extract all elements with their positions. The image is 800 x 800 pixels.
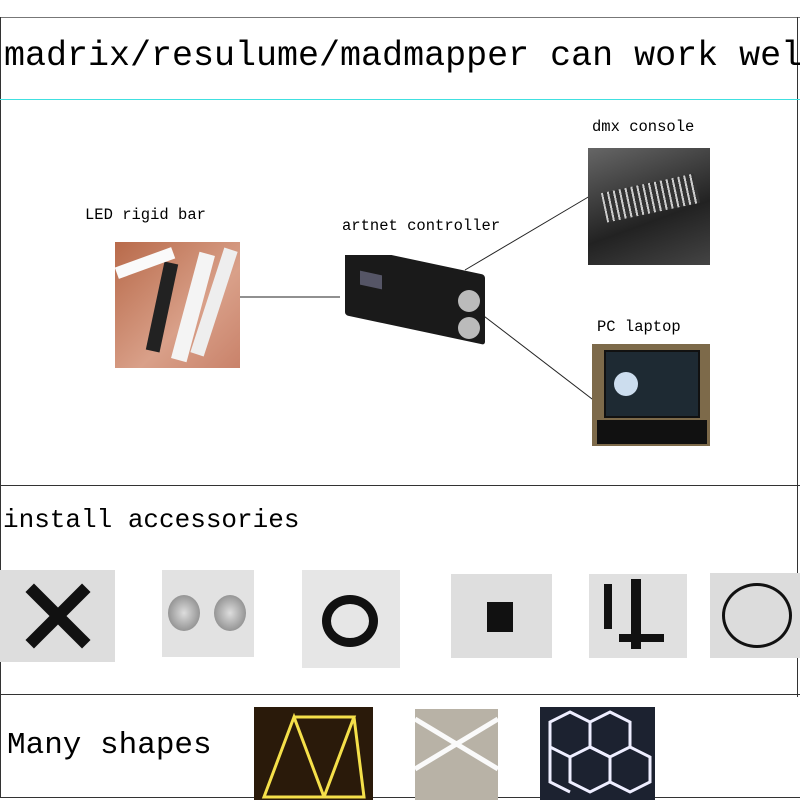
shapes-title: Many shapes <box>7 728 212 763</box>
page-title: madrix/resulume/madmapper can work well <box>4 36 800 76</box>
clamp-ring <box>322 595 378 647</box>
controller-label: artnet controller <box>342 217 501 235</box>
dmx-console-photo <box>588 148 710 265</box>
artnet-controller-photo <box>340 255 490 350</box>
line-controller-to-laptop <box>475 309 597 403</box>
section-divider-1 <box>0 485 800 486</box>
ball-connector <box>168 595 200 631</box>
left-border <box>0 17 1 797</box>
dmx-console-label: dmx console <box>592 118 695 136</box>
accessory-cross-bracket <box>0 570 115 662</box>
led-bar-label: LED rigid bar <box>85 206 206 224</box>
end-bracket-body <box>487 602 513 632</box>
accessory-clamp <box>302 570 400 668</box>
bottom-border <box>0 797 800 798</box>
accessory-end-bracket <box>451 574 552 658</box>
shape-hexagons-photo <box>540 707 655 800</box>
hexagons-graphic <box>548 710 652 794</box>
console-faders <box>600 173 701 223</box>
accessory-ball-connectors <box>162 570 254 657</box>
pc-laptop-photo <box>592 344 710 446</box>
right-border <box>797 17 798 697</box>
xlr-port-icon <box>458 290 480 312</box>
accessory-stand-bracket <box>589 574 687 658</box>
ball-connector <box>214 595 246 631</box>
accessory-cable <box>710 573 800 658</box>
section-divider-2 <box>0 694 800 695</box>
stand-part <box>604 584 612 629</box>
stand-part <box>631 579 641 649</box>
cable-coil <box>722 583 792 648</box>
pc-laptop-label: PC laptop <box>597 318 681 336</box>
accessories-title: install accessories <box>3 505 300 535</box>
cross-graphic <box>415 716 498 772</box>
stand-part <box>619 634 664 642</box>
top-border <box>0 17 800 18</box>
triangles-graphic <box>261 712 366 799</box>
xlr-port-icon <box>458 317 480 339</box>
header-divider <box>0 99 800 100</box>
led-bar-photo <box>115 242 240 368</box>
led-bar-black <box>145 261 179 353</box>
shape-cross-photo <box>415 709 498 800</box>
shape-triangles-photo <box>254 707 373 800</box>
line-controller-to-console <box>464 195 591 271</box>
laptop-screen-graphic <box>614 372 638 396</box>
laptop-keyboard <box>597 420 707 444</box>
